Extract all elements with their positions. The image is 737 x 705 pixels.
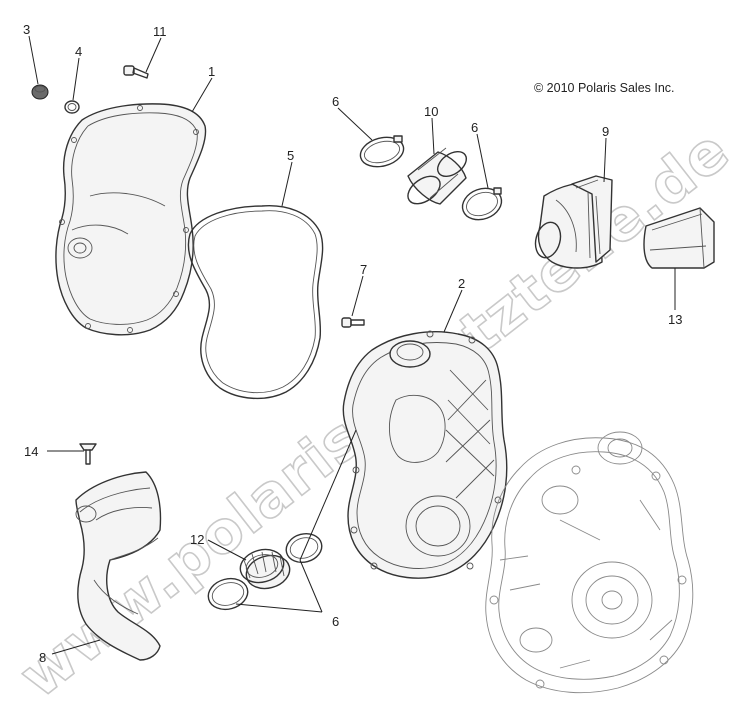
part-10-duct-boot (407, 147, 468, 205)
part-11-bolt (123, 65, 149, 79)
callout-11: 11 (153, 24, 167, 39)
callout-13: 13 (668, 312, 682, 327)
callout-2: 2 (458, 276, 465, 291)
callout-14: 14 (24, 444, 38, 459)
part-7-bolt (341, 317, 365, 328)
part-4-o-ring (64, 100, 80, 114)
part-6-clamp-lower-left (207, 577, 249, 611)
part-12-coupler (239, 548, 291, 590)
callout-6-upper-left: 6 (332, 94, 339, 109)
callout-10: 10 (424, 104, 438, 119)
part-2-inner-clutch-cover (342, 330, 508, 579)
callout-3: 3 (23, 22, 30, 37)
leader-lines (28, 35, 676, 655)
part-13-duct-cover (643, 207, 715, 269)
part-8-lower-duct (75, 471, 162, 661)
part-1-outer-clutch-cover (55, 103, 207, 336)
callout-12: 12 (190, 532, 204, 547)
callout-6-lower: 6 (332, 614, 339, 629)
callout-labels: 3 4 11 1 5 6 10 6 9 13 7 2 14 8 12 6 (23, 22, 682, 665)
engine-transmission-housing (485, 431, 694, 694)
callout-1: 1 (208, 64, 215, 79)
part-6-clamp-upper-left (359, 135, 405, 168)
part-6-clamp-lower-right (285, 532, 323, 564)
callout-4: 4 (75, 44, 82, 59)
callout-6-upper-right: 6 (471, 120, 478, 135)
callout-8: 8 (39, 650, 46, 665)
part-3-nut (31, 84, 49, 100)
copyright-text: © 2010 Polaris Sales Inc. (534, 81, 675, 95)
part-9-intake-duct (534, 175, 613, 269)
callout-9: 9 (602, 124, 609, 139)
part-5-gasket (187, 205, 324, 400)
part-14-screw (79, 443, 97, 465)
callout-5: 5 (287, 148, 294, 163)
part-6-clamp-upper-right (461, 187, 503, 221)
callout-7: 7 (360, 262, 367, 277)
